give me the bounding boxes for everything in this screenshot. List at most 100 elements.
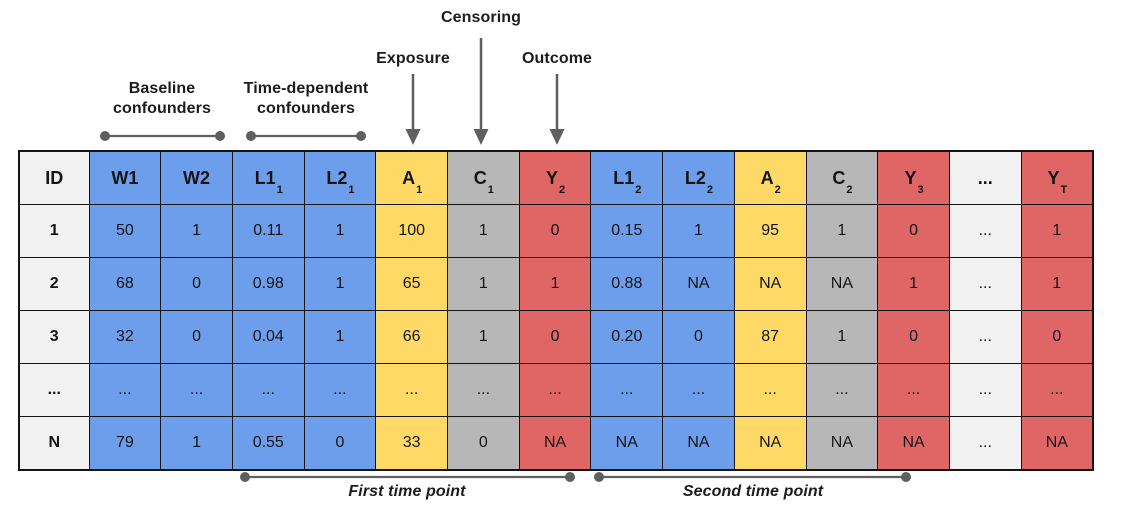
exposure-arrow	[405, 74, 421, 145]
data-cell: ...	[88, 363, 162, 417]
data-cell: 1	[877, 257, 950, 311]
data-cell: NA	[733, 257, 807, 311]
column-header-id: ID	[18, 150, 90, 205]
data-cell: ...	[805, 363, 879, 417]
data-cell: 0	[160, 310, 233, 364]
column-header-l12: L12	[590, 150, 664, 205]
data-cell: 79	[88, 416, 162, 471]
data-cell: 0	[303, 416, 377, 471]
outcome-label: Outcome	[521, 50, 593, 67]
row-id-cell: N	[18, 416, 90, 471]
censoring-label: Censoring	[440, 9, 522, 26]
column-header-y3: Y3	[877, 150, 950, 205]
data-cell: ...	[948, 363, 1022, 417]
data-cell: ...	[160, 363, 233, 417]
data-cell: 87	[733, 310, 807, 364]
data-cell: 0	[877, 204, 950, 258]
column-header-yt: YT	[1020, 150, 1094, 205]
data-cell: ...	[877, 363, 950, 417]
data-cell: ...	[231, 363, 305, 417]
data-cell: 1	[303, 257, 377, 311]
data-cell: 100	[375, 204, 449, 258]
column-header-c2: C2	[805, 150, 879, 205]
data-cell: 1	[303, 310, 377, 364]
data-cell: NA	[805, 257, 879, 311]
baseline-confounders-bracket	[100, 131, 225, 141]
data-cell: ...	[948, 257, 1022, 311]
data-cell: 0.11	[231, 204, 305, 258]
data-cell: 50	[88, 204, 162, 258]
first-time-point-label: First time point	[348, 483, 466, 500]
data-cell: ...	[662, 363, 735, 417]
data-cell: 1	[662, 204, 735, 258]
data-cell: ...	[447, 363, 520, 417]
data-cell: ...	[375, 363, 449, 417]
data-cell: 1	[160, 204, 233, 258]
data-cell: 0	[447, 416, 520, 471]
data-cell: ...	[948, 204, 1022, 258]
data-cell: 1	[805, 204, 879, 258]
data-cell: NA	[662, 257, 735, 311]
column-header-l21: L21	[303, 150, 377, 205]
column-header-w1: W1	[88, 150, 162, 205]
data-cell: NA	[805, 416, 879, 471]
column-header-dots: ...	[948, 150, 1022, 205]
column-header-l11: L11	[231, 150, 305, 205]
data-cell: 0.88	[590, 257, 664, 311]
data-cell: ...	[733, 363, 807, 417]
data-cell: 65	[375, 257, 449, 311]
data-cell: NA	[877, 416, 950, 471]
row-id-cell: 1	[18, 204, 90, 258]
data-cell: 1	[518, 257, 592, 311]
data-cell: 0	[662, 310, 735, 364]
censoring-arrow	[473, 38, 489, 145]
data-cell: NA	[590, 416, 664, 471]
data-cell: 1	[1020, 204, 1094, 258]
table-row: ........................................…	[18, 363, 1094, 417]
data-cell: 33	[375, 416, 449, 471]
outcome-arrow	[549, 74, 565, 145]
row-id-cell: 2	[18, 257, 90, 311]
data-cell: 0	[877, 310, 950, 364]
exposure-label: Exposure	[376, 50, 450, 67]
data-cell: 95	[733, 204, 807, 258]
data-cell: 68	[88, 257, 162, 311]
data-cell: 0	[160, 257, 233, 311]
column-header-l22: L22	[662, 150, 735, 205]
column-header-a1: A1	[375, 150, 449, 205]
data-cell: 0.20	[590, 310, 664, 364]
data-cell: 66	[375, 310, 449, 364]
data-cell: NA	[662, 416, 735, 471]
data-cell: 1	[1020, 257, 1094, 311]
data-cell: 0	[1020, 310, 1094, 364]
data-cell: 0.15	[590, 204, 664, 258]
data-cell: NA	[733, 416, 807, 471]
data-cell: 32	[88, 310, 162, 364]
data-cell: ...	[948, 416, 1022, 471]
time-dependent-confounders-label: Time-dependent confounders	[243, 80, 369, 118]
data-cell: 0	[518, 310, 592, 364]
column-header-c1: C1	[447, 150, 520, 205]
data-cell: NA	[518, 416, 592, 471]
data-cell: ...	[590, 363, 664, 417]
baseline-confounders-label: Baseline confounders	[113, 80, 211, 118]
data-cell: 1	[160, 416, 233, 471]
data-cell: 1	[303, 204, 377, 258]
data-cell: 1	[447, 204, 520, 258]
second-time-point-bracket	[594, 472, 911, 482]
column-header-y2: Y2	[518, 150, 592, 205]
data-cell: NA	[1020, 416, 1094, 471]
data-cell: 1	[447, 310, 520, 364]
data-cell: ...	[303, 363, 377, 417]
data-cell: 0.04	[231, 310, 305, 364]
data-cell: 0.98	[231, 257, 305, 311]
column-header-a2: A2	[733, 150, 807, 205]
time-dependent-confounders-bracket	[246, 131, 366, 141]
data-cell: ...	[518, 363, 592, 417]
